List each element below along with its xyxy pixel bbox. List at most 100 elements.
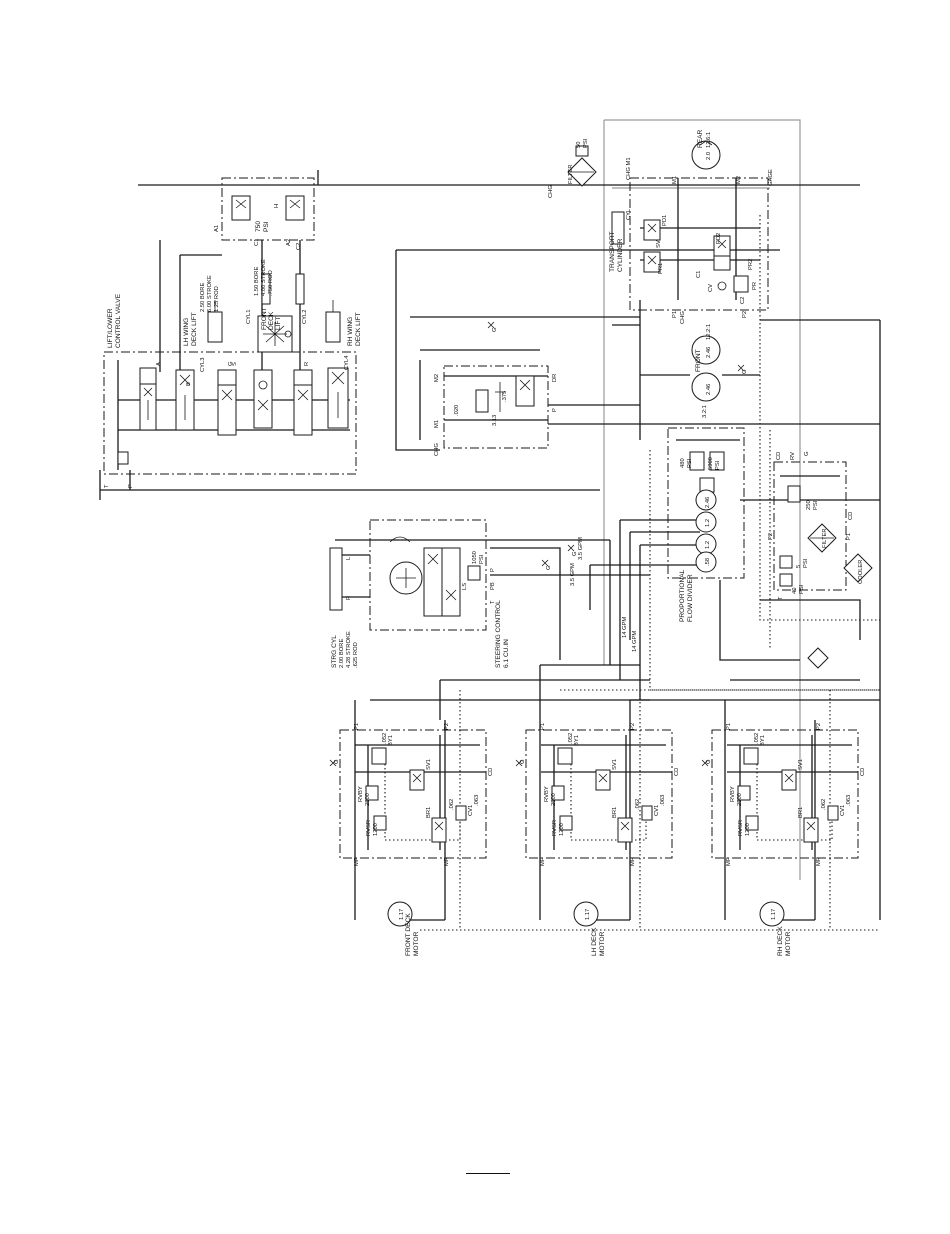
port-p1: P1 bbox=[540, 723, 546, 730]
deck-motor-symbol bbox=[387, 901, 413, 927]
port-mr: MR bbox=[630, 857, 636, 866]
svg-text:14 GPM: 14 GPM bbox=[632, 631, 638, 652]
port-g: G bbox=[706, 759, 712, 764]
svg-text:PD2: PD2 bbox=[716, 233, 722, 244]
svg-text:T: T bbox=[490, 600, 496, 604]
orifice-value: .063 bbox=[474, 795, 480, 806]
deck-pilot-line bbox=[756, 760, 833, 841]
orifice-value: .063 bbox=[660, 795, 666, 806]
relief-sr bbox=[559, 815, 573, 831]
svg-text:CHG: CHG bbox=[548, 185, 554, 198]
deck-motor-label: MOTOR bbox=[785, 931, 792, 956]
svg-text:5: 5 bbox=[796, 565, 802, 568]
svg-text:CYL1: CYL1 bbox=[246, 309, 252, 324]
svg-text:5900: 5900 bbox=[708, 457, 714, 470]
svg-text:CD: CD bbox=[776, 452, 782, 460]
valve-title-line2: CONTROL VALVE bbox=[115, 293, 122, 348]
port-t: T bbox=[104, 484, 110, 488]
solenoid-valve bbox=[409, 769, 425, 791]
port-mp: MP bbox=[540, 857, 546, 866]
valve-by1: BY1 bbox=[760, 735, 766, 746]
valve-arrows bbox=[784, 773, 816, 831]
svg-text:CYL: CYL bbox=[626, 208, 632, 220]
deck-motor-label: FRONT DECK bbox=[405, 913, 412, 956]
svg-text:CV: CV bbox=[708, 284, 714, 292]
orifice-value: .052 bbox=[382, 733, 388, 744]
svg-text:L: L bbox=[346, 556, 352, 560]
svg-text:PSI: PSI bbox=[803, 558, 809, 568]
svg-text:PR2: PR2 bbox=[748, 259, 754, 270]
svg-text:2.0: 2.0 bbox=[706, 152, 712, 160]
svg-text:CHG: CHG bbox=[680, 311, 686, 324]
brake-valve bbox=[803, 817, 819, 843]
valve-sv1: SV1 bbox=[798, 759, 804, 770]
svg-text:12.6:1: 12.6:1 bbox=[706, 132, 712, 148]
svg-text:FRONT: FRONT bbox=[695, 349, 702, 372]
valve-cv1: CV1 bbox=[468, 805, 474, 816]
relief-value: 2500 bbox=[737, 793, 743, 806]
steering-control: L R P T PB LS 1050 PSI STRG CYL 2.00 BOR… bbox=[329, 519, 638, 668]
svg-text:LH WING: LH WING bbox=[183, 318, 190, 346]
transport-valve-block: PD1 PD2 SV PR1 PR2 CV C1 C2 PR CHG M1 M2… bbox=[626, 157, 774, 324]
svg-text:FRONT: FRONT bbox=[261, 307, 268, 330]
svg-text:3.13: 3.13 bbox=[492, 415, 498, 426]
svg-text:P1: P1 bbox=[672, 311, 678, 318]
valve-br1: BR1 bbox=[798, 807, 804, 818]
svg-text:CD: CD bbox=[848, 512, 854, 520]
valve-title-line1: LIFT/LOWER bbox=[107, 308, 114, 348]
svg-text:M2: M2 bbox=[434, 374, 440, 382]
port-cd: CD bbox=[488, 768, 494, 776]
relief-value: 750 bbox=[255, 221, 262, 232]
svg-text:TRANSPORT: TRANSPORT bbox=[609, 231, 616, 272]
svg-text:R: R bbox=[346, 596, 352, 600]
svg-text:LS: LS bbox=[462, 583, 468, 590]
svg-text:3.5 GPM: 3.5 GPM bbox=[570, 563, 576, 586]
port-a1: A1 bbox=[214, 225, 220, 232]
orifice-value: .063 bbox=[846, 795, 852, 806]
brake-valve bbox=[431, 817, 447, 843]
svg-text:PSI: PSI bbox=[687, 458, 693, 468]
port-p1: P1 bbox=[726, 723, 732, 730]
svg-text:STEERING CONTROL: STEERING CONTROL bbox=[495, 600, 502, 668]
spool-6 bbox=[327, 367, 349, 429]
valve-by1: BY1 bbox=[574, 735, 580, 746]
port-h: H bbox=[274, 204, 280, 208]
port-s: S bbox=[232, 362, 238, 366]
port-p2: P2 bbox=[630, 723, 636, 730]
port-c1: C1 bbox=[254, 239, 260, 246]
svg-text:G: G bbox=[572, 551, 578, 556]
check-valve bbox=[641, 805, 653, 821]
valve-arrows bbox=[598, 773, 630, 831]
port-a: A bbox=[156, 362, 162, 366]
svg-text:M2: M2 bbox=[736, 176, 742, 184]
svg-text:6.1 CU.IN: 6.1 CU.IN bbox=[503, 639, 510, 668]
svg-text:DECK: DECK bbox=[268, 311, 275, 330]
page-number-rule bbox=[466, 1173, 510, 1174]
solenoid-valve bbox=[595, 769, 611, 791]
svg-text:6.00 STROKE: 6.00 STROKE bbox=[207, 275, 213, 312]
orifice-value: .062 bbox=[821, 799, 827, 810]
bypass-valve bbox=[371, 747, 387, 765]
svg-text:PR1: PR1 bbox=[658, 263, 664, 274]
valve-by1: BY1 bbox=[388, 735, 394, 746]
valve-cv1: CV1 bbox=[654, 805, 660, 816]
svg-text:STRG CYL: STRG CYL bbox=[331, 635, 338, 668]
check-valve bbox=[455, 805, 467, 821]
port-g: G bbox=[520, 759, 526, 764]
valve-arrows bbox=[412, 773, 444, 831]
relief-value: 1200 bbox=[745, 823, 751, 836]
svg-text:3.2:1: 3.2:1 bbox=[702, 405, 708, 418]
valve-rvby: RVBY bbox=[730, 786, 736, 802]
rear-wheel-motor: REAR 2.0 12.6:1 bbox=[691, 129, 721, 170]
valve-rvby: RVBY bbox=[544, 786, 550, 802]
svg-text:PSI: PSI bbox=[479, 554, 485, 564]
port-b: B bbox=[186, 382, 192, 386]
transport-cylinder: TRANSPORT CYLINDER bbox=[609, 211, 625, 272]
cooler-filter-group: 250 PSI FILTER 5 PSI 40 PSI COOLER RV CD… bbox=[768, 451, 873, 669]
relief-unit: PSI bbox=[263, 221, 270, 232]
svg-text:P2: P2 bbox=[742, 311, 748, 318]
deck-motor-label: MOTOR bbox=[413, 931, 420, 956]
